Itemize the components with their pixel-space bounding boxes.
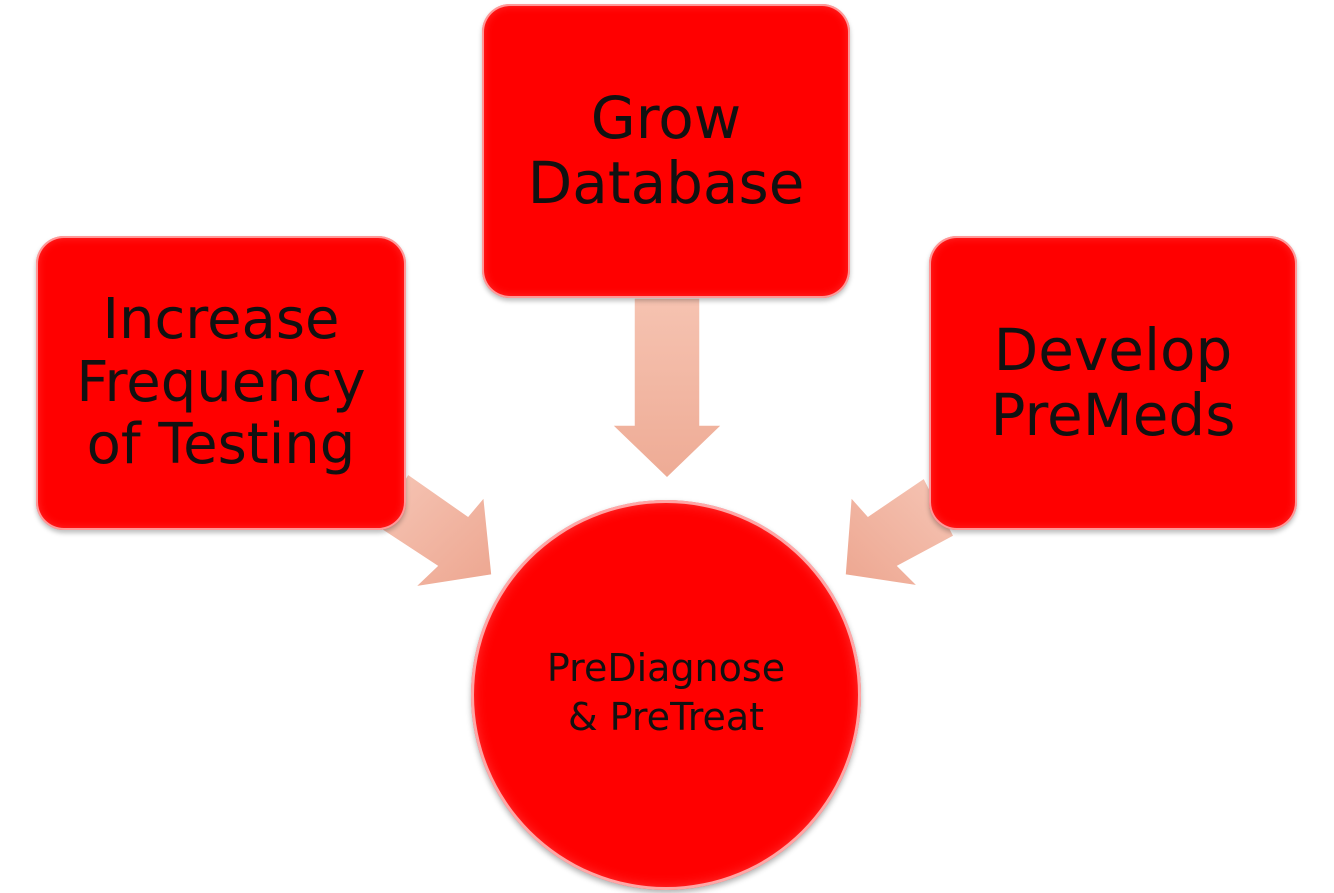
node-prediagnose-pretreat: PreDiagnose & PreTreat <box>471 500 861 890</box>
node-develop-premeds: Develop PreMeds <box>929 236 1297 530</box>
node-increase-frequency: Increase Frequency of Testing <box>36 236 406 530</box>
arrow-right-to-center <box>844 476 956 588</box>
arrow-top-to-center <box>610 297 724 480</box>
node-grow-database-label: Grow Database <box>527 84 805 217</box>
node-increase-frequency-label: Increase Frequency of Testing <box>76 286 366 478</box>
node-develop-premeds-label: Develop PreMeds <box>990 316 1236 449</box>
node-prediagnose-pretreat-label: PreDiagnose & PreTreat <box>546 645 786 739</box>
node-grow-database: Grow Database <box>482 4 850 298</box>
